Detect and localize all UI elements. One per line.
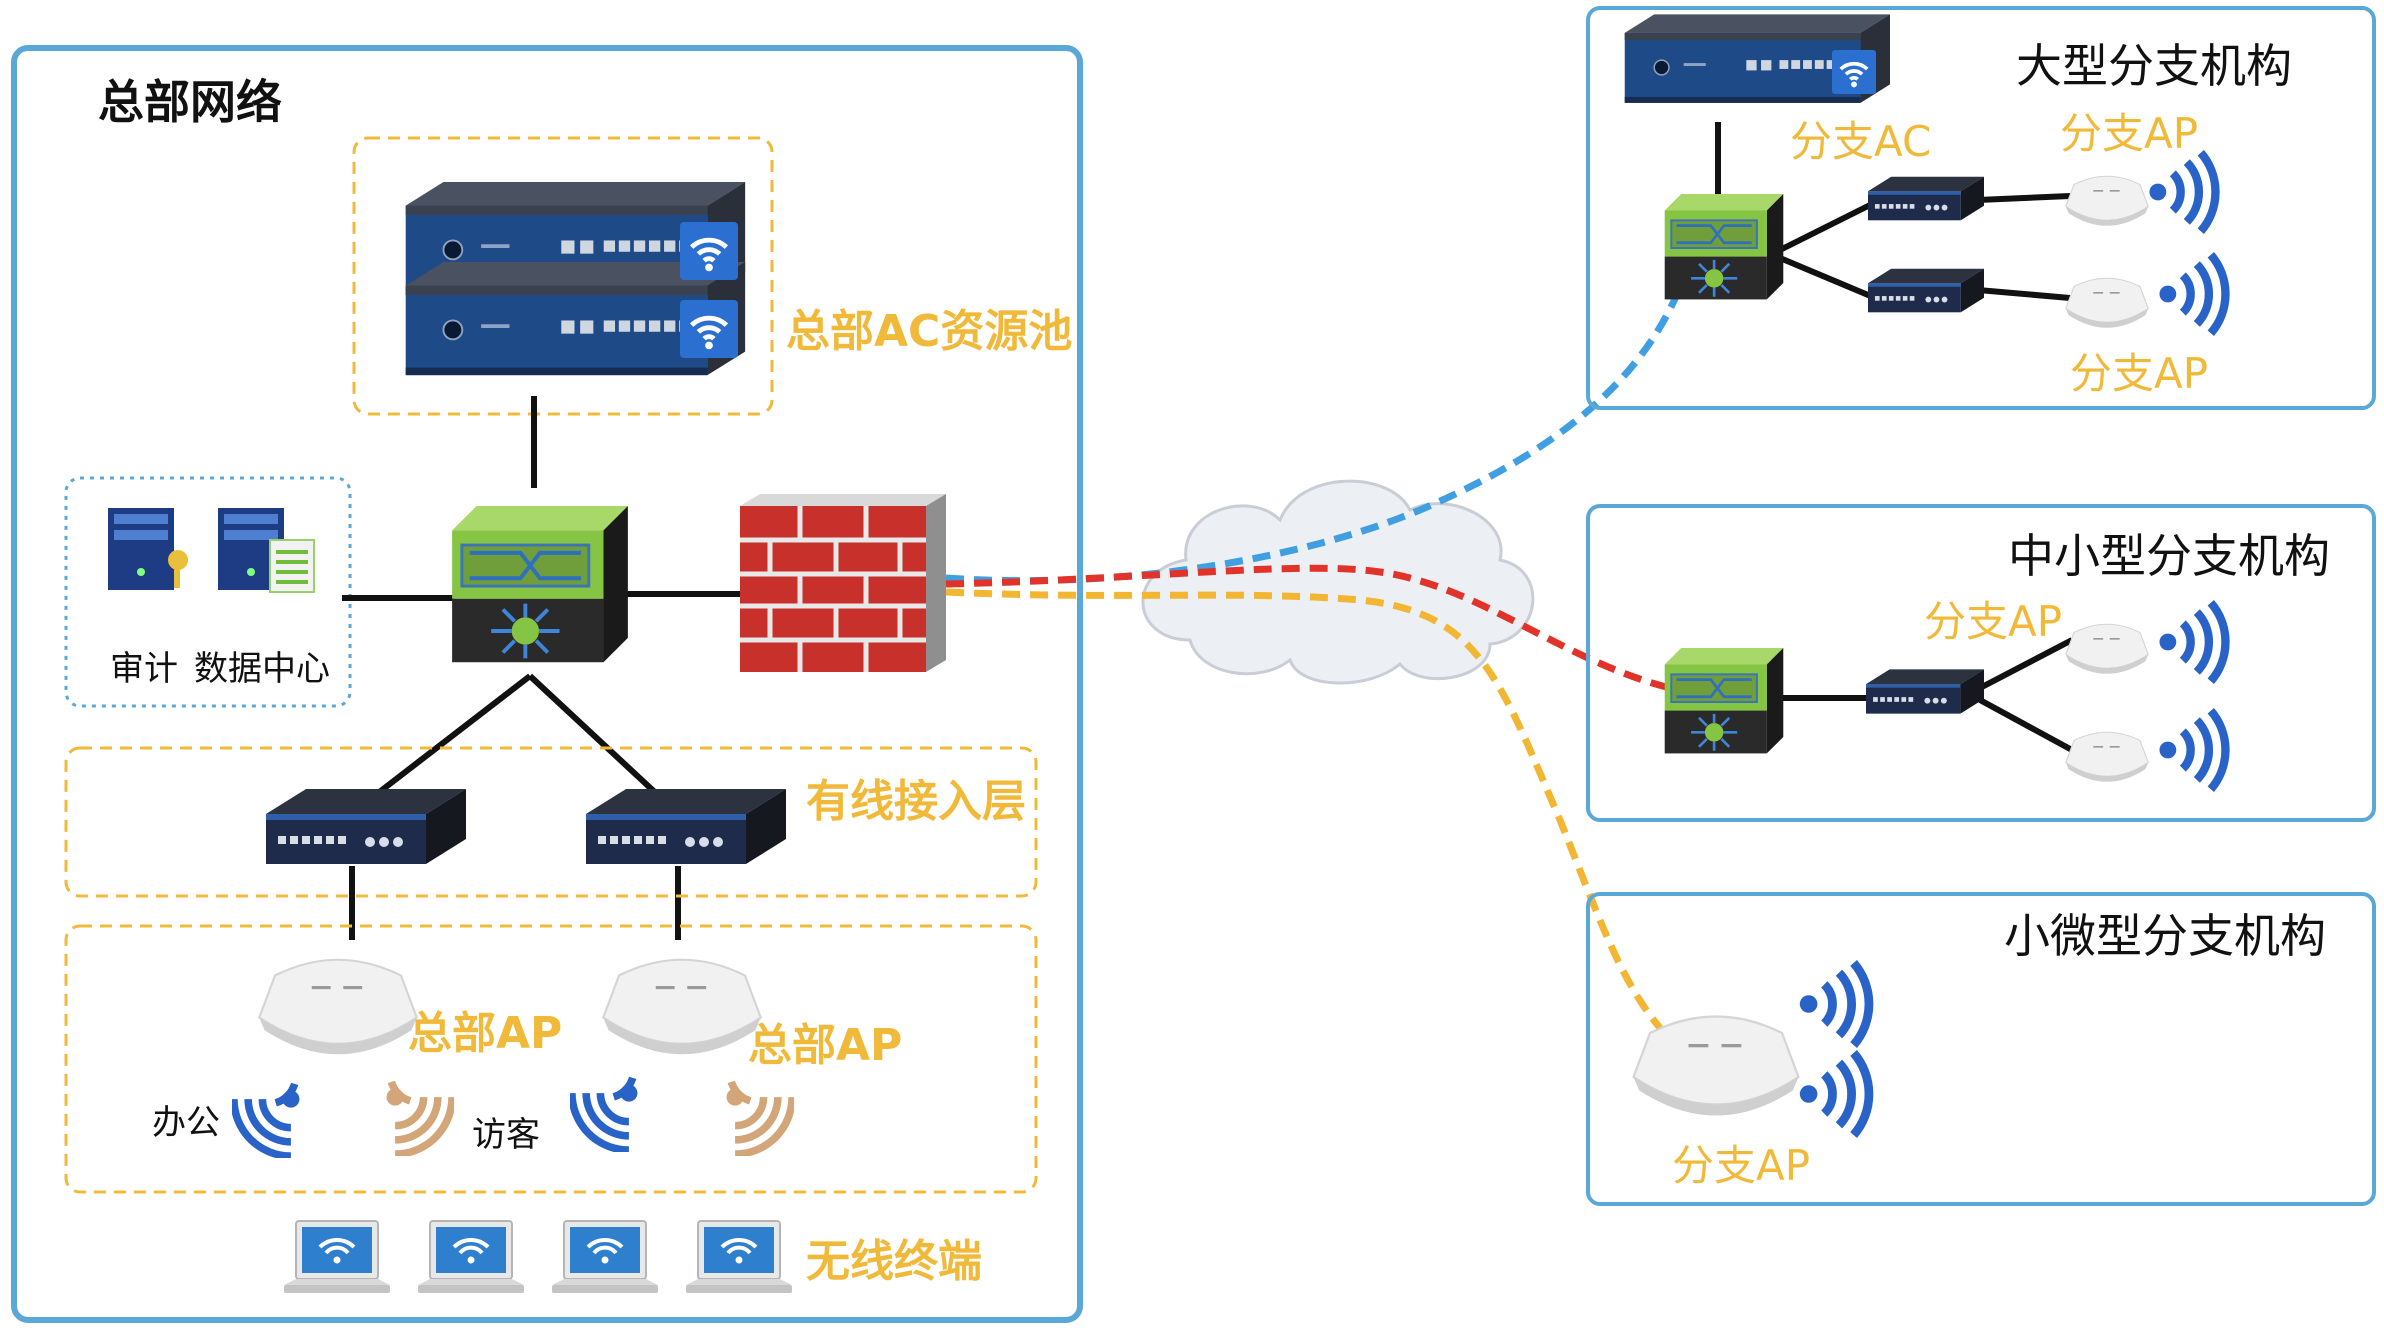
audit-label: 审计 <box>110 649 178 689</box>
branch-ac-label: 分支AC <box>1790 117 1931 166</box>
large-branch-frame <box>1586 6 2376 410</box>
ap-icon <box>258 958 418 1056</box>
access-switch-icon <box>1868 176 1984 221</box>
wifi-signal-icon <box>1800 963 1869 1045</box>
terminals-label: 无线终端 <box>806 1236 982 1287</box>
core-switch-icon <box>1664 648 1784 755</box>
hq-links <box>342 396 744 940</box>
wifi-badge-icon <box>1832 50 1876 94</box>
large-branch-links <box>1715 122 2071 303</box>
wifi-signal-icon <box>387 1082 453 1154</box>
audit-server-icon <box>108 508 188 590</box>
cloud-icon <box>1141 479 1535 685</box>
laptop-icon <box>418 1221 524 1293</box>
wired-layer-box <box>64 746 1038 898</box>
large-branch-ap-label-2: 分支AP <box>2070 349 2208 398</box>
hq-ap-label-1: 总部AP <box>408 1008 562 1059</box>
medium-branch-links <box>1780 637 2074 753</box>
large-branch-ap-label-1: 分支AP <box>2060 109 2198 158</box>
small-branch-ap-label: 分支AP <box>1672 1141 1810 1190</box>
wired-layer-label: 有线接入层 <box>806 776 1026 827</box>
wifi-signal-icon <box>572 1078 638 1150</box>
wifi-signal-icon <box>2159 711 2225 789</box>
hq-title: 总部网络 <box>98 75 282 129</box>
wan-links <box>945 290 1682 1031</box>
access-switch-icon <box>1866 669 1984 714</box>
ap-layer-box <box>64 924 1038 1194</box>
hq-frame <box>11 45 1083 1323</box>
ap-icon <box>2065 731 2149 783</box>
access-switch-icon <box>586 789 786 864</box>
small-branch-title: 小微型分支机构 <box>2004 909 2326 963</box>
small-branch-frame <box>1586 892 2376 1206</box>
access-switch-icon <box>266 789 466 864</box>
medium-branch-frame <box>1586 504 2376 822</box>
laptop-icon <box>552 1221 658 1293</box>
large-branch-title: 大型分支机构 <box>2016 39 2292 93</box>
core-switch-icon <box>1664 194 1784 301</box>
wifi-signal-icon <box>727 1082 793 1154</box>
medium-branch-ap-label: 分支AP <box>1924 597 2062 646</box>
hq-ap-label-2: 总部AP <box>748 1020 902 1071</box>
wifi-signal-icon <box>2159 255 2225 333</box>
office-label: 办公 <box>152 1103 220 1143</box>
wifi-signal-icon <box>2159 603 2225 681</box>
guest-label: 访客 <box>472 1115 540 1155</box>
ap-icon <box>2065 623 2149 675</box>
ap-icon <box>2065 277 2149 329</box>
medium-branch-title: 中小型分支机构 <box>2008 529 2330 583</box>
ac-pool-label: 总部AC资源池 <box>786 306 1072 357</box>
laptop-icon <box>284 1221 390 1293</box>
core-switch-icon <box>452 506 628 665</box>
laptop-icon <box>686 1221 792 1293</box>
ap-icon <box>602 958 762 1056</box>
firewall-icon <box>740 494 946 672</box>
access-switch-icon <box>1868 268 1984 313</box>
ac-server-icon <box>404 182 746 377</box>
ap-icon <box>2065 175 2149 227</box>
ap-icon <box>1632 1015 1800 1117</box>
wifi-signal-icon <box>2149 153 2215 231</box>
datacenter-label: 数据中心 <box>194 649 330 689</box>
wifi-signal-icon <box>1800 1053 1869 1135</box>
datacenter-server-icon <box>218 508 315 593</box>
wifi-signal-icon <box>234 1084 300 1156</box>
